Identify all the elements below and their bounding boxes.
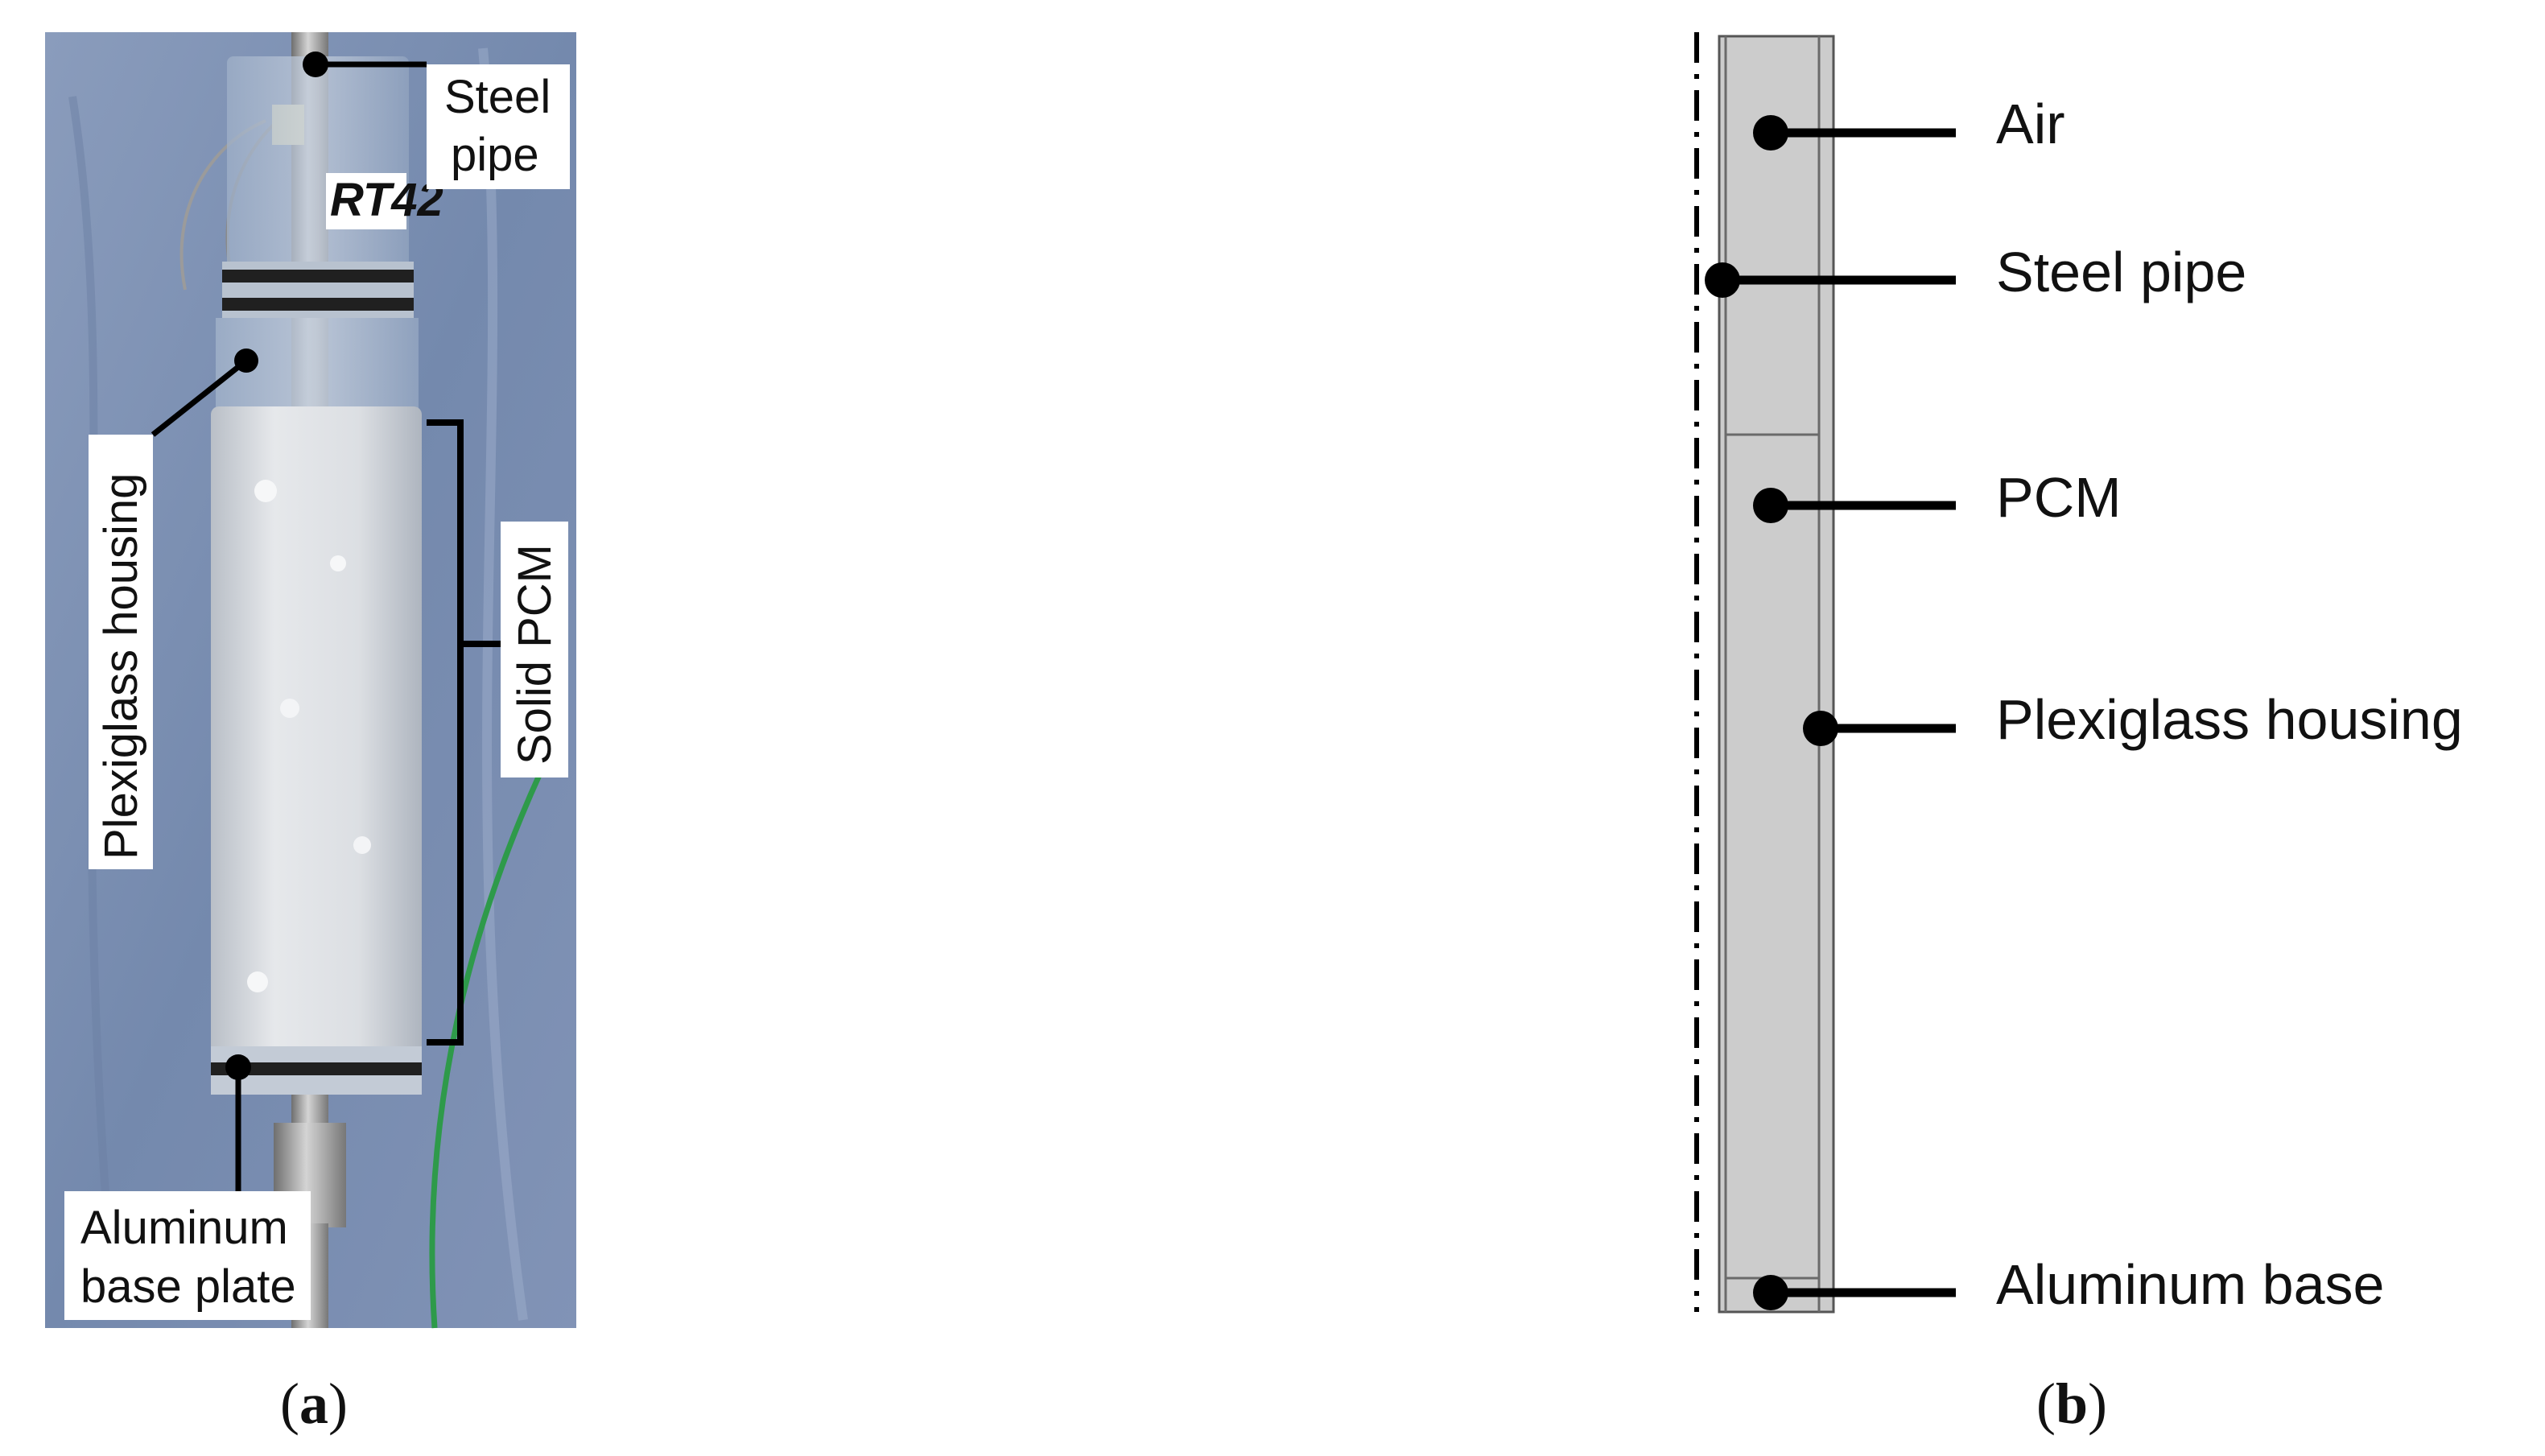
panel-a-caption: (a) bbox=[280, 1371, 348, 1436]
pcm-label: PCM bbox=[1996, 466, 2122, 529]
plexiglass-tube-upper bbox=[227, 56, 409, 274]
plexiglass-diag-label: Plexiglass housing bbox=[1996, 688, 2463, 751]
plexiglass-leader bbox=[151, 358, 249, 437]
pcm-crystal bbox=[353, 836, 371, 854]
pcm-crystal bbox=[247, 971, 268, 992]
aluminum-label-line2: base plate bbox=[80, 1260, 296, 1313]
cloth-fold bbox=[478, 47, 528, 1321]
rt42-sticker-text: RT42 bbox=[330, 174, 443, 226]
bottom-pipe bbox=[291, 1095, 328, 1127]
steel-pipe-label-line2: pipe bbox=[451, 129, 539, 181]
solid-pcm-bracket bbox=[427, 419, 464, 1046]
aluminum-diag-label: Aluminum base bbox=[1996, 1253, 2384, 1316]
pcm-crystal bbox=[254, 480, 277, 502]
upper-ring-band bbox=[222, 298, 414, 311]
solid-pcm-photo bbox=[211, 406, 422, 1062]
pcm-crystal bbox=[280, 699, 299, 718]
air-label: Air bbox=[1996, 93, 2065, 155]
svg-text:(a): (a) bbox=[280, 1371, 348, 1436]
rt42-sticker bbox=[326, 173, 406, 229]
pcm-crystal bbox=[330, 555, 346, 571]
plexiglass-label: Plexiglass housing bbox=[95, 473, 147, 860]
panel-a-photo: RT42 Steel pipe Plexiglass housing bbox=[45, 32, 576, 1329]
panel-b-caption-letter: b bbox=[2056, 1371, 2088, 1436]
steel-pipe-label-line1: Steel bbox=[444, 71, 551, 123]
solid-pcm-label: Solid PCM bbox=[509, 544, 561, 765]
svg-text:(b): (b) bbox=[2036, 1371, 2107, 1436]
panel-b-diagram: Air Steel pipe PCM Plexiglass housing Al… bbox=[1694, 32, 2463, 1316]
upper-ring-band bbox=[222, 270, 414, 283]
plexiglass-label-box bbox=[89, 435, 153, 869]
pcm-domain bbox=[1718, 35, 1835, 1314]
bottom-ring-band bbox=[211, 1062, 422, 1075]
steel-pipe-diag-label: Steel pipe bbox=[1996, 241, 2246, 303]
aluminum-label-line1: Aluminum bbox=[80, 1202, 288, 1254]
solid-pcm-label-box bbox=[501, 522, 568, 777]
aluminum-label-box bbox=[64, 1191, 311, 1320]
steel-pipe-label-box bbox=[427, 64, 570, 189]
panel-b-caption: (b) bbox=[2036, 1371, 2107, 1436]
panel-a-caption-letter: a bbox=[299, 1371, 328, 1436]
